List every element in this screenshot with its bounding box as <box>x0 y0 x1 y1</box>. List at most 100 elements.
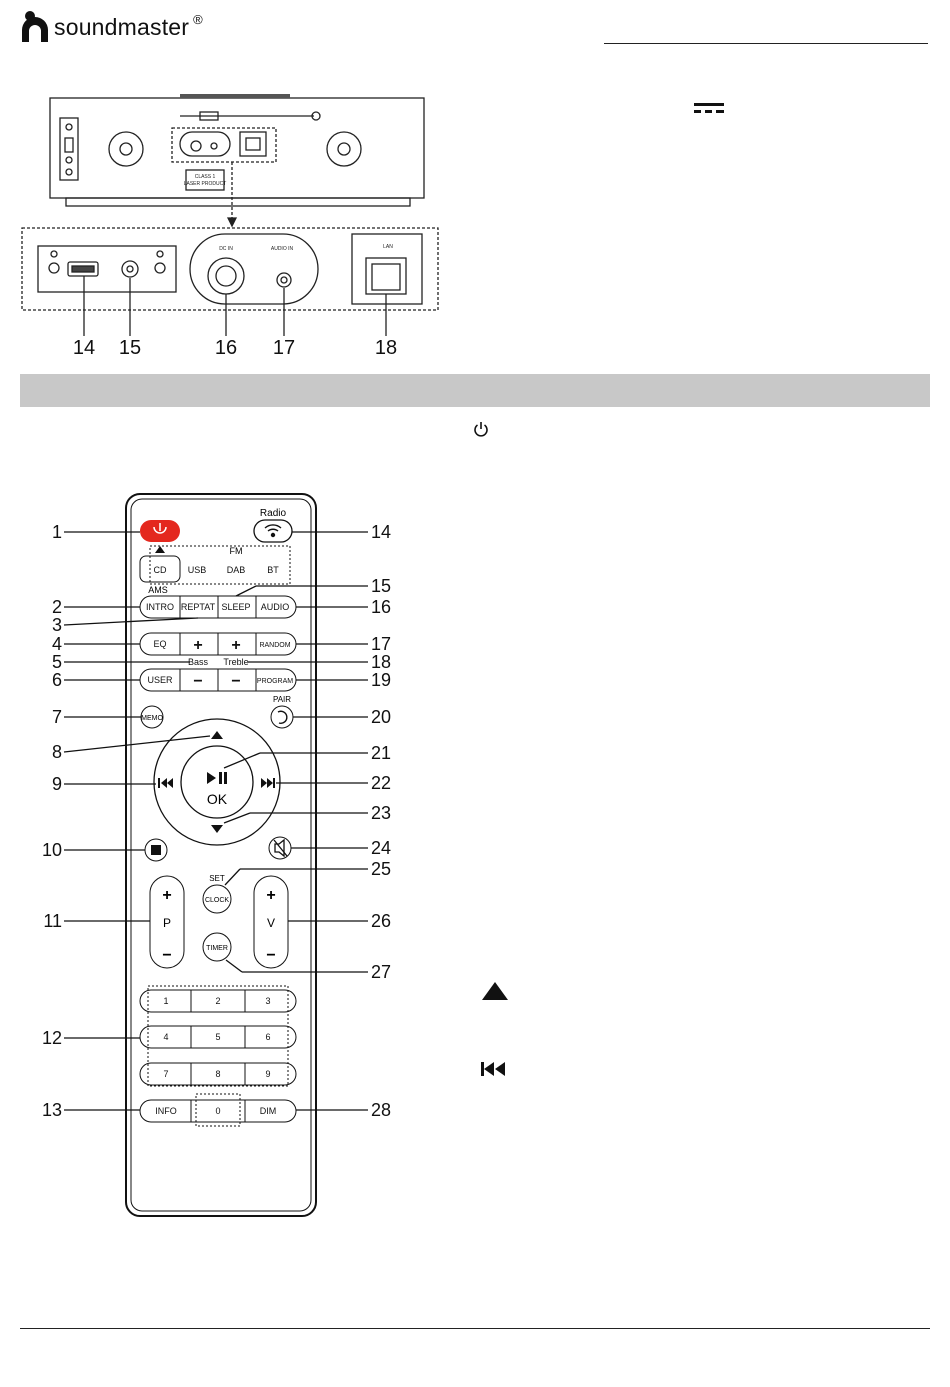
nav-ring[interactable] <box>153 718 281 846</box>
program-down-button[interactable]: − <box>162 947 171 964</box>
callout-4: 4 <box>52 634 62 654</box>
registered-mark: ® <box>193 11 203 27</box>
up-arrow-icon[interactable] <box>211 731 223 739</box>
info-button[interactable]: INFO <box>155 1106 177 1116</box>
section-heading-bar <box>20 374 930 407</box>
callout-10: 10 <box>42 840 62 860</box>
callout-18: 18 <box>371 652 391 672</box>
mute-icon <box>273 838 288 858</box>
audio-in-label: AUDIO IN <box>271 246 294 252</box>
treble-plus-button[interactable]: + <box>231 637 240 654</box>
key-7[interactable]: 7 <box>163 1069 168 1079</box>
right-speaker <box>326 131 362 167</box>
next-icon[interactable] <box>261 778 275 788</box>
callout-16: 16 <box>371 597 391 617</box>
device-body <box>49 97 425 199</box>
callout-25: 25 <box>371 859 391 879</box>
bass-minus-button[interactable]: − <box>193 673 202 690</box>
lan-label: LAN <box>383 244 393 250</box>
rear-callout-16: 16 <box>215 337 237 359</box>
sleep-button[interactable]: SLEEP <box>221 602 250 612</box>
timer-label: TIMER <box>206 945 228 952</box>
treble-minus-button[interactable]: − <box>231 673 240 690</box>
rear-callout-15: 15 <box>119 337 141 359</box>
rear-callout-18: 18 <box>375 337 397 359</box>
keypad-row-1 <box>139 989 297 1013</box>
device-base <box>65 197 411 207</box>
key-3[interactable]: 3 <box>265 996 270 1006</box>
key-2[interactable]: 2 <box>215 996 220 1006</box>
pair-button[interactable] <box>270 705 294 729</box>
dim-button[interactable]: DIM <box>260 1106 277 1116</box>
callout-8: 8 <box>52 742 62 762</box>
ams-label: AMS <box>148 585 168 595</box>
clock-label: CLOCK <box>205 897 229 904</box>
callout-28: 28 <box>371 1100 391 1120</box>
wifi-icon <box>264 524 282 538</box>
callout-15: 15 <box>371 576 391 596</box>
callout-21: 21 <box>371 743 391 763</box>
callout-23: 23 <box>371 803 391 823</box>
cd-button[interactable] <box>139 555 181 583</box>
callout-1: 1 <box>52 522 62 542</box>
intro-button[interactable]: INTRO <box>146 602 174 612</box>
prev-icon[interactable] <box>158 778 173 788</box>
left-speaker <box>108 131 144 167</box>
class1-label: CLASS 1 <box>195 174 216 180</box>
callout-11: 11 <box>43 911 62 931</box>
treble-label: Treble <box>223 657 248 667</box>
rear-callout-14: 14 <box>73 337 95 359</box>
volume-label: V <box>267 916 275 930</box>
callout-17: 17 <box>371 634 391 654</box>
brand-name: soundmaster <box>54 13 190 40</box>
keypad-row-4 <box>139 1099 297 1123</box>
header-rule <box>604 43 928 44</box>
callout-20: 20 <box>371 707 391 727</box>
rear-panel-diagram: CLASS 1 LASER PRODUCT DC IN AUDIO IN LAN… <box>21 94 439 359</box>
callout-26: 26 <box>371 911 391 931</box>
timer-button[interactable] <box>202 932 232 962</box>
keypad-row-3 <box>139 1062 297 1086</box>
bass-plus-button[interactable]: + <box>193 637 202 654</box>
radio-button[interactable] <box>253 519 293 543</box>
repeat-button[interactable]: REPTAT <box>181 602 216 612</box>
user-button[interactable]: USER <box>147 675 173 685</box>
random-button[interactable]: RANDOM <box>259 642 290 649</box>
key-8[interactable]: 8 <box>215 1069 220 1079</box>
callout-3: 3 <box>52 615 62 635</box>
set-label: SET <box>209 874 225 883</box>
memo-label: MEMO <box>141 715 163 722</box>
key-6[interactable]: 6 <box>265 1032 270 1042</box>
radio-label: Radio <box>260 508 287 519</box>
key-1[interactable]: 1 <box>163 996 168 1006</box>
callout-2: 2 <box>52 597 62 617</box>
bt-label: BT <box>267 565 279 575</box>
callout-14: 14 <box>371 522 391 542</box>
program-up-button[interactable]: + <box>162 887 171 904</box>
fm-label: FM <box>230 546 243 556</box>
clock-button[interactable] <box>202 884 232 914</box>
bass-label: Bass <box>188 657 209 667</box>
volume-up-button[interactable]: + <box>266 887 275 904</box>
program-button[interactable]: PROGRAM <box>257 678 293 685</box>
eject-icon <box>155 546 165 553</box>
volume-rocker[interactable] <box>253 875 289 969</box>
key-0[interactable]: 0 <box>215 1106 220 1116</box>
down-arrow-icon[interactable] <box>211 825 223 833</box>
usb-label: USB <box>188 565 207 575</box>
audio-button[interactable]: AUDIO <box>261 602 290 612</box>
soundmaster-logo-icon <box>22 11 48 42</box>
eq-button[interactable]: EQ <box>153 639 166 649</box>
key-4[interactable]: 4 <box>163 1032 168 1042</box>
keypad-row-2 <box>139 1025 297 1049</box>
callout-24: 24 <box>371 838 391 858</box>
key-5[interactable]: 5 <box>215 1032 220 1042</box>
ok-button[interactable] <box>180 745 254 819</box>
volume-down-button[interactable]: − <box>266 947 275 964</box>
skip-back-icon <box>481 1062 505 1076</box>
key-9[interactable]: 9 <box>265 1069 270 1079</box>
callout-13: 13 <box>42 1100 62 1120</box>
program-rocker[interactable] <box>149 875 185 969</box>
callout-5: 5 <box>52 652 62 672</box>
callout-19: 19 <box>371 670 391 690</box>
